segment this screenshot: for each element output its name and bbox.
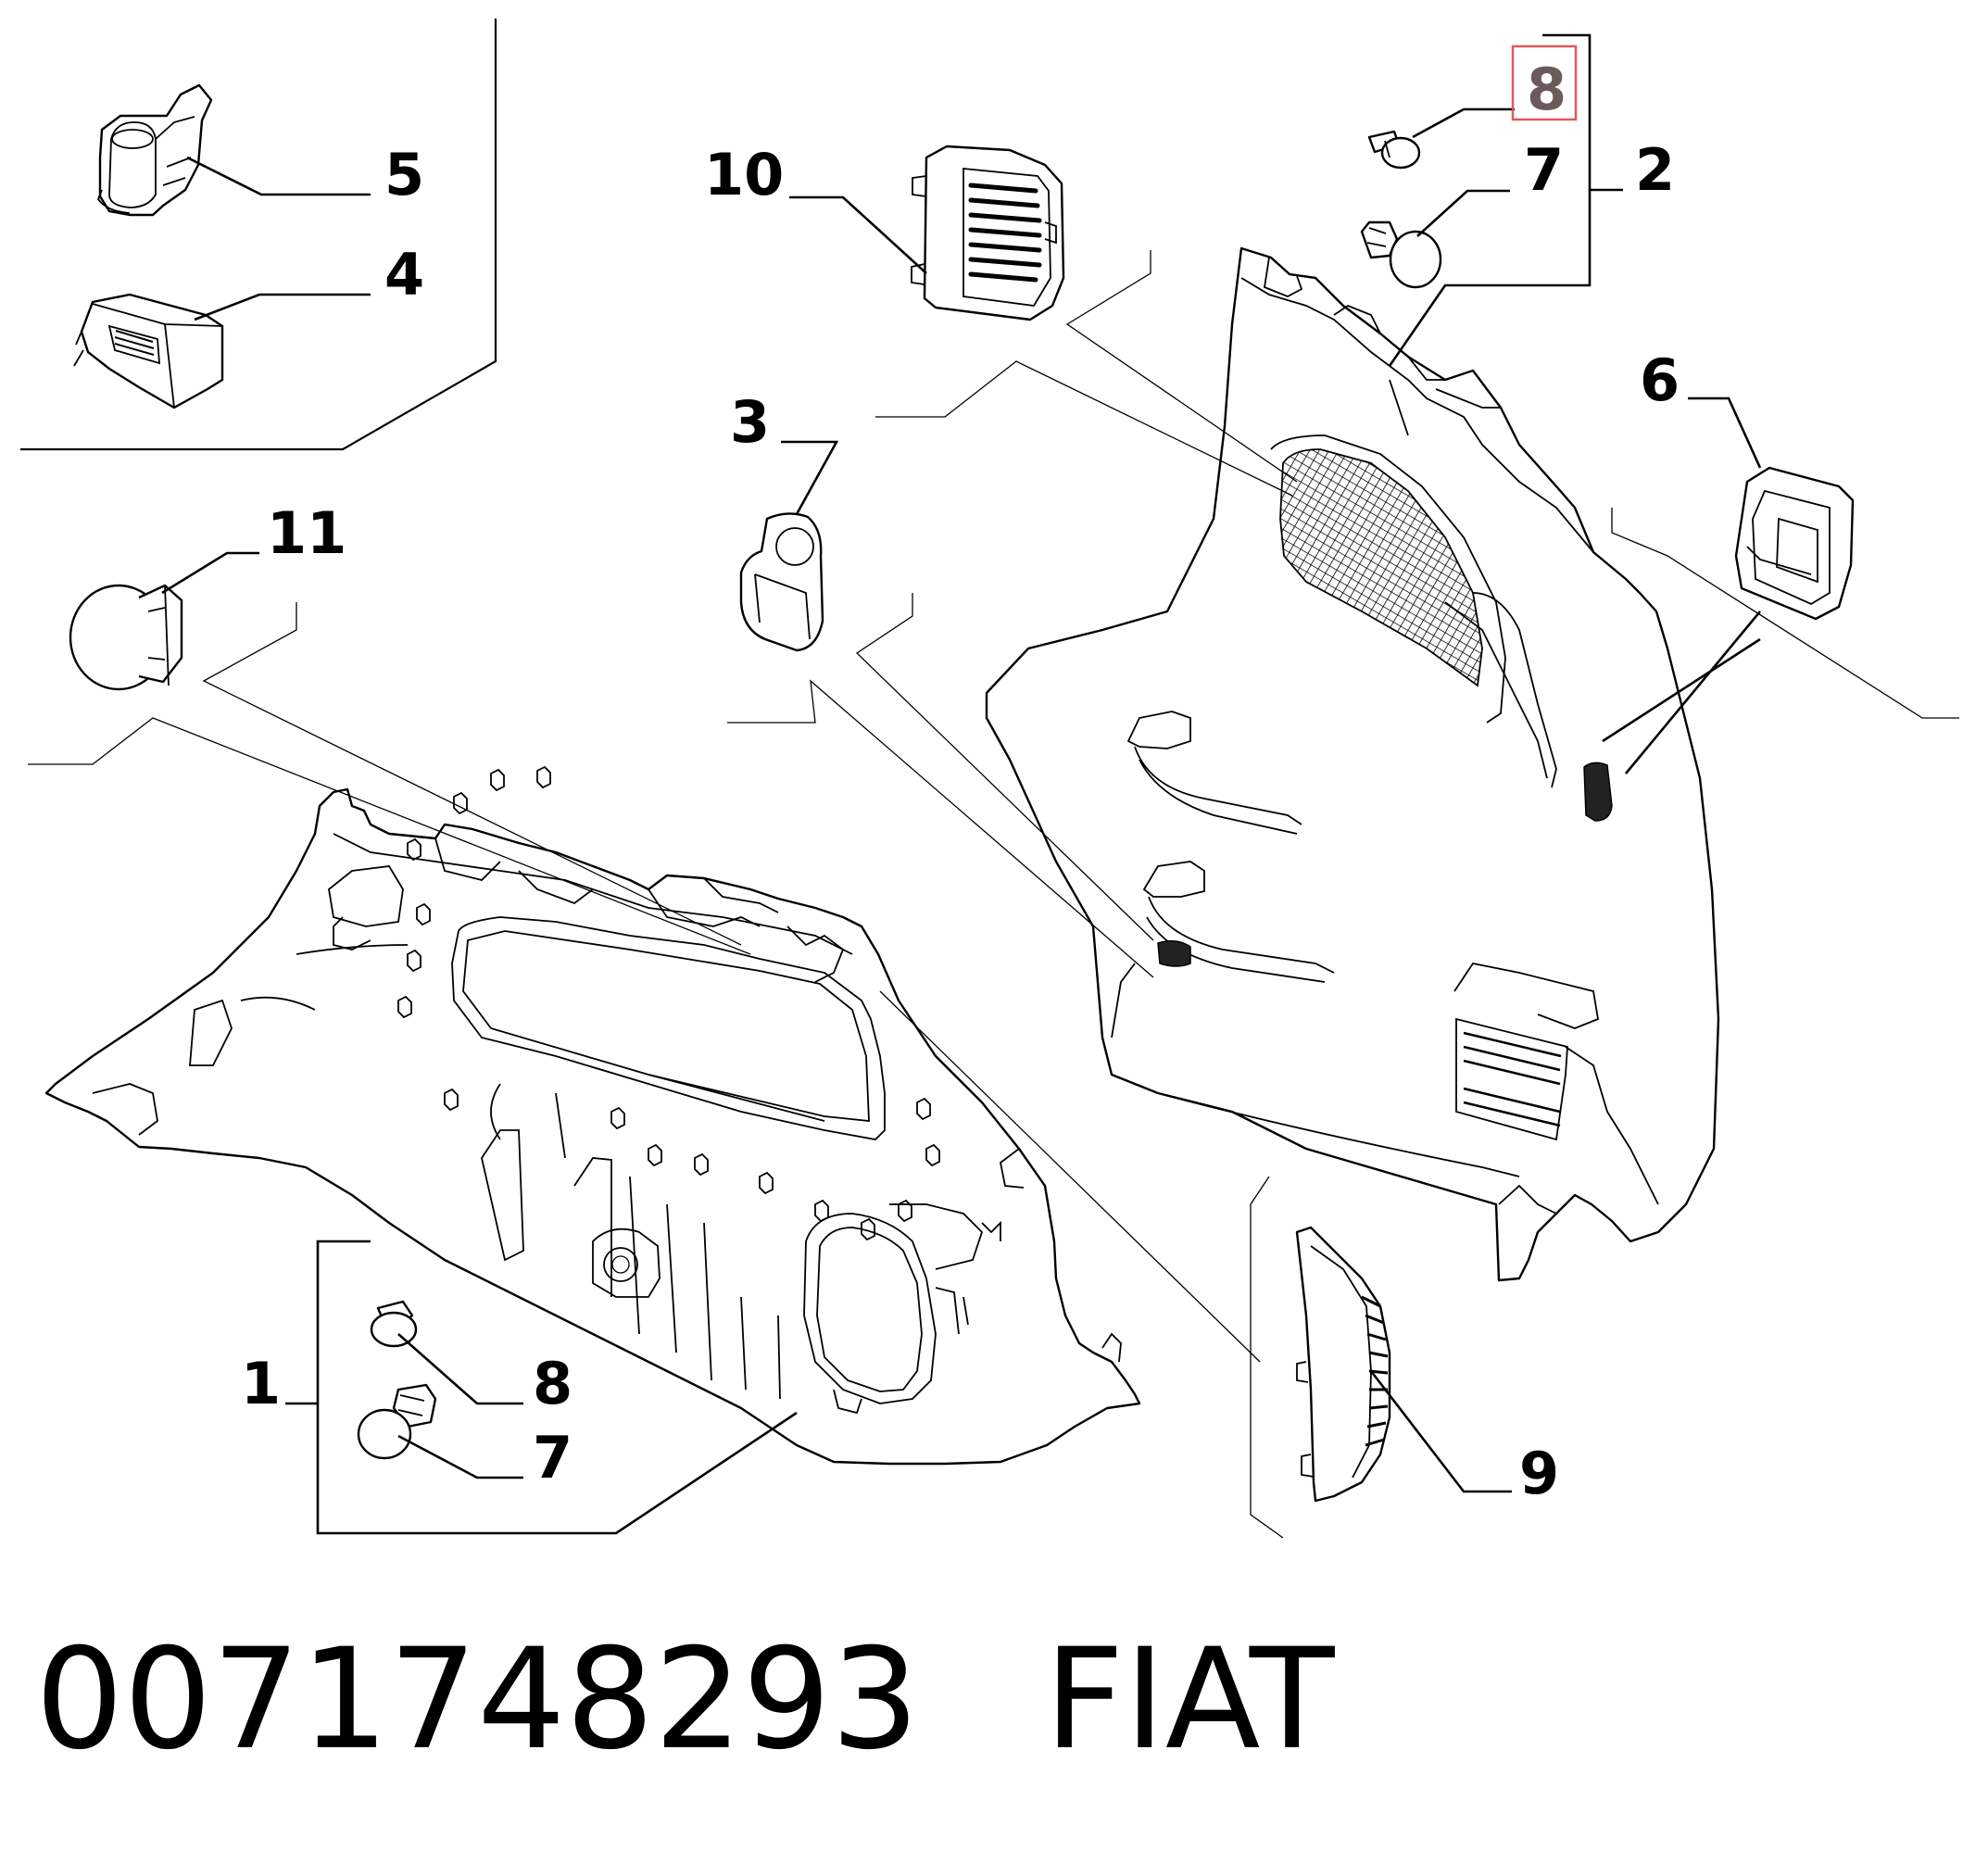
- part-8-bottom-push-pin: [370, 1300, 418, 1348]
- callout-8-highlighted: 8: [1527, 56, 1566, 123]
- brand-name: FIAT: [1044, 1619, 1335, 1781]
- part-6-bezel: [1734, 466, 1855, 621]
- highlight-box: [1511, 44, 1578, 121]
- part-4-grille-switch: [73, 293, 224, 409]
- part-number: 0071748293: [35, 1619, 920, 1781]
- part-8-top-push-pin: [1367, 130, 1421, 170]
- part-2-right-trim-panel: [985, 246, 1720, 1282]
- part-10-vent-grille: [911, 145, 1065, 321]
- callout-7-top: 7: [1524, 136, 1564, 204]
- callout-labels: 5 4 10 8 7 2 6 3 11 1 8 7 9: [241, 56, 1680, 1507]
- callout-8-bottom: 8: [533, 1350, 572, 1417]
- inset-frame: [20, 19, 497, 451]
- callout-3: 3: [730, 388, 770, 456]
- callout-9: 9: [1519, 1440, 1559, 1507]
- callout-4: 4: [384, 241, 424, 308]
- part-1-pegs: [397, 765, 940, 1241]
- callout-1: 1: [241, 1350, 281, 1417]
- part-11-round-cap: [69, 584, 183, 691]
- callout-7-bottom: 7: [533, 1424, 572, 1492]
- callout-6: 6: [1640, 346, 1680, 414]
- part-7-top-push-rivet: [1360, 220, 1442, 289]
- part-9-side-panel: [1295, 1226, 1391, 1503]
- part-5-connector: [96, 83, 213, 217]
- callout-5: 5: [384, 141, 424, 208]
- part-7-bottom-push-rivet: [357, 1383, 437, 1460]
- part-3-clip: [739, 512, 824, 652]
- leader-lines: [28, 33, 1959, 1539]
- callout-10: 10: [704, 141, 784, 208]
- callout-2: 2: [1635, 136, 1675, 204]
- part-1-left-trim-panel: [44, 765, 1141, 1466]
- callout-11: 11: [267, 499, 346, 567]
